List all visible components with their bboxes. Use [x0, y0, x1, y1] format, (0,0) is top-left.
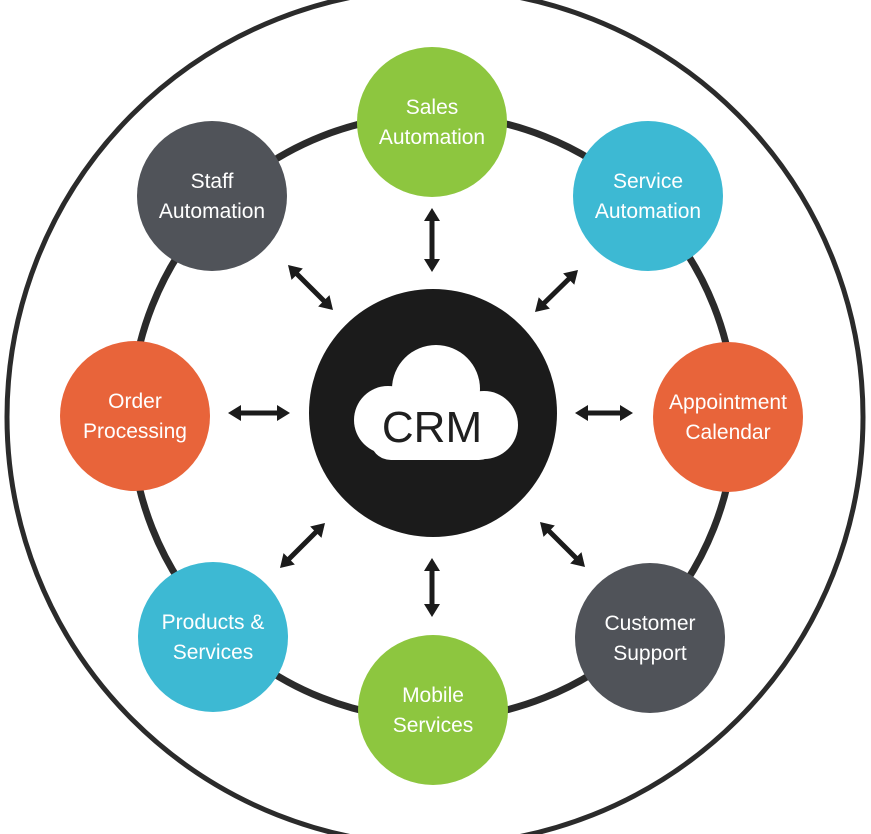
arrow-order — [228, 405, 290, 421]
node-circle — [358, 635, 508, 785]
node-label: Sales — [406, 96, 459, 119]
node-circle — [575, 563, 725, 713]
node-label: Processing — [83, 420, 187, 443]
node-label: Mobile — [402, 684, 464, 707]
node-circle — [137, 121, 287, 271]
node-circle — [357, 47, 507, 197]
arrow-service — [535, 270, 578, 312]
node-label: Calendar — [685, 421, 770, 444]
node-label: Service — [613, 170, 683, 193]
arrow-staff — [288, 265, 333, 310]
arrow-appointment — [575, 405, 633, 421]
crm-label: CRM — [382, 403, 482, 452]
node-label: Automation — [379, 126, 485, 149]
node-label: Order — [108, 390, 162, 413]
node-circle — [138, 562, 288, 712]
node-circle — [60, 341, 210, 491]
node-label: Automation — [595, 200, 701, 223]
node-label: Services — [393, 714, 474, 737]
node-products-services: Products & Services — [138, 562, 288, 712]
arrow-mobile — [424, 558, 440, 617]
node-label: Support — [613, 642, 687, 665]
arrows-group — [228, 208, 633, 617]
node-circle — [653, 342, 803, 492]
node-circle — [573, 121, 723, 271]
node-label: Products & — [162, 611, 265, 634]
node-label: Services — [173, 641, 254, 664]
cloud-icon — [354, 345, 518, 460]
node-label: Automation — [159, 200, 265, 223]
arrow-support — [540, 522, 585, 567]
crm-hub: CRM — [309, 289, 557, 537]
node-label: Customer — [604, 612, 695, 635]
node-label: Staff — [191, 170, 234, 193]
arrow-products — [280, 523, 325, 568]
nodes-group: SalesAutomationServiceAutomationAppointm… — [60, 47, 803, 785]
node-label: Appointment — [669, 391, 787, 414]
arrow-sales — [424, 208, 440, 272]
